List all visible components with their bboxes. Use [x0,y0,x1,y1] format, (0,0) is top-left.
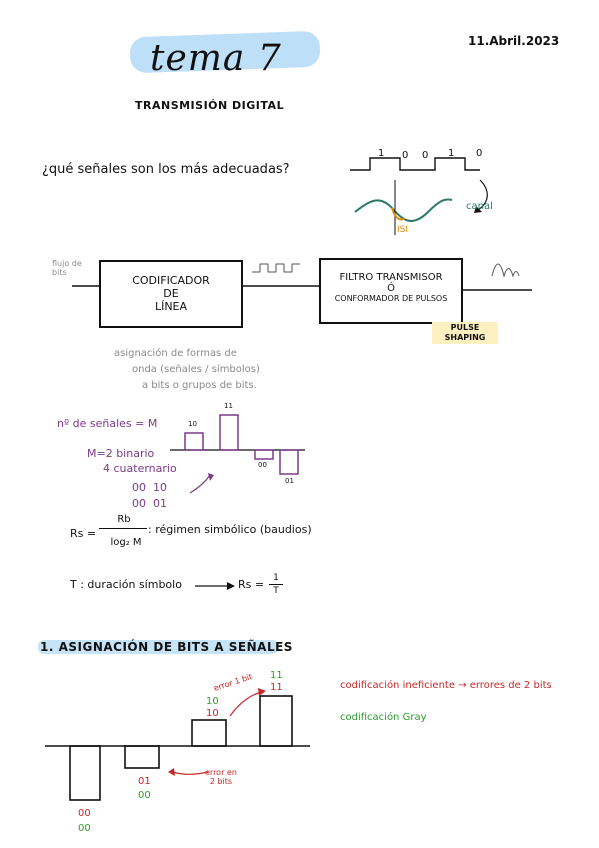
bit-assignment-diagram [45,688,310,801]
pulse-line2: SHAPING [444,333,486,342]
channel-sketch [350,157,488,235]
quaternary-sketch [170,414,305,494]
bit-0: 1 [378,148,385,159]
assign-line1: asignación de formas de [114,348,237,359]
label-11-green: 11 [270,670,283,681]
error2-line1: error en [205,768,237,777]
pulse-line1: PULSE [450,323,480,332]
question-text: ¿qué señales son los más adecuadas? [42,162,290,177]
line-encoder-box: CODIFICADOR DE LÍNEA [99,260,243,328]
label-00-red: 00 [78,808,91,819]
error-2bit-label: error en 2 bits [205,768,237,786]
symbol-11: 11 [224,402,233,410]
error2-line2: 2 bits [209,777,233,786]
symbol-01: 01 [285,477,294,485]
rs-numerator: Rb [117,514,131,525]
label-01-red: 01 [138,776,151,787]
label-00-green: 00 [78,823,91,834]
label-10-green: 10 [206,696,219,707]
input-label-line1: flujo de [52,259,82,268]
pipeline-lines [72,263,532,291]
symbol-10: 10 [188,420,197,428]
gray-coding: codificación Gray [340,712,427,723]
label-10-red: 10 [206,708,219,719]
num-signals: nº de señales = M [57,417,158,430]
bit-1: 0 [402,150,409,161]
rs-description: : régimen simbólico (baudios) [148,523,312,536]
symbol-00: 00 [258,461,267,469]
title-text: tema 7 [150,38,282,79]
box1-line1: CODIFICADOR [132,274,210,287]
pulse-shaping-note: PULSE SHAPING [432,322,498,344]
symbol-duration: T : duración símbolo [70,578,182,591]
bit-3: 1 [448,148,455,159]
input-label: flujo de bits [52,259,82,277]
isi-label: ISI [397,225,409,235]
date: 11.Abril.2023 [468,34,560,48]
box2-line3: CONFORMADOR DE PULSOS [334,294,448,303]
bit-2: 0 [422,150,429,161]
bit-4: 0 [476,148,483,159]
rs-fraction-bar [99,528,147,529]
rs2-numerator: 1 [273,573,279,583]
assign-line2: onda (señales / símbolos) [132,364,260,375]
section-heading: 1. ASIGNACIÓN DE BITS A SEÑALES [40,640,293,654]
rs-label: Rs = [70,527,97,540]
assignment-note: asignación de formas de onda (señales / … [114,346,260,394]
pairs-line1: 00 10 [132,481,167,494]
rs-denominator: log₂ M [110,537,142,548]
label-01-green: 00 [138,790,151,801]
page-title: tema 7 [129,28,350,98]
m-binary: M=2 binario [87,447,155,460]
pairs-line2: 00 01 [132,497,167,510]
rs2-fraction-bar [269,584,283,585]
tx-filter-box: FILTRO TRANSMISOR Ó CONFORMADOR DE PULSO… [319,258,463,324]
input-label-line2: bits [52,268,67,277]
rs2-denominator: T [273,586,279,596]
m-quaternary: 4 cuaternario [103,462,177,475]
box1-line2: DE [163,287,179,300]
box1-line3: LÍNEA [154,300,188,313]
rs2-prefix: Rs = [238,578,265,591]
box2-line1: FILTRO TRANSMISOR [339,272,443,283]
assign-line3: a bits o grupos de bits. [142,380,257,391]
inefficient-coding: codificación ineficiente → errores de 2 … [340,680,552,691]
page-subtitle: TRANSMISIÓN DIGITAL [135,99,285,112]
box2-line2: Ó [387,283,395,294]
section-highlight [38,640,278,654]
canal-label: canal [466,201,493,212]
arrow-icon [195,582,235,590]
label-11-red: 11 [270,682,283,693]
